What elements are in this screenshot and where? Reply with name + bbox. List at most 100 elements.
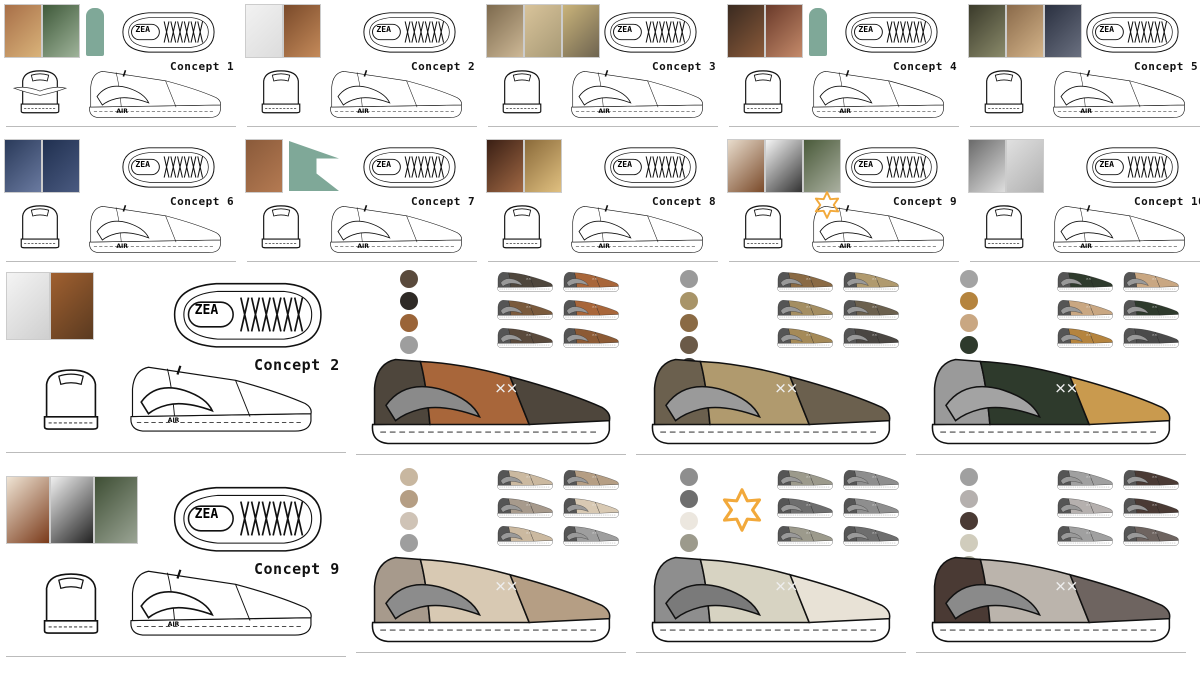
colorway-variant-thumb	[497, 300, 553, 320]
brand-logo-text: ZEA	[135, 24, 151, 35]
brand-logo-text: ZEA	[194, 506, 219, 522]
colorway-variant-thumb	[777, 498, 833, 518]
sneaker-side-view	[330, 204, 462, 253]
colorway-variant-thumb	[843, 328, 899, 348]
sneaker-top-view	[604, 147, 697, 188]
reference-photo	[94, 476, 138, 544]
brand-logo-text: ZEA	[376, 24, 392, 35]
sneaker-side-view	[812, 204, 944, 253]
color-swatch	[960, 468, 978, 486]
reference-photo	[50, 272, 94, 340]
sneaker-heel-view	[43, 573, 99, 634]
sneaker-top-view	[1086, 147, 1179, 188]
sneaker-side-view	[130, 569, 312, 636]
color-swatch	[680, 468, 698, 486]
reference-photo	[765, 139, 803, 193]
colorway-variant-thumb	[843, 300, 899, 320]
ground-line	[6, 126, 236, 127]
concept-label: Concept 10	[1134, 195, 1200, 208]
reference-photo	[4, 4, 42, 58]
sneaker-side-view	[89, 69, 221, 118]
sneaker-side-view	[89, 204, 221, 253]
sheriff-star-icon	[722, 488, 762, 532]
reference-photo	[727, 139, 765, 193]
brand-logo-text: ZEA	[194, 302, 219, 318]
colorway-main-sneaker	[931, 556, 1171, 643]
ground-line	[356, 454, 626, 455]
brand-logo-text: ZEA	[1099, 159, 1115, 170]
concept-label: Concept 6	[170, 195, 235, 208]
sneaker-heel-view	[743, 70, 783, 114]
reference-photo	[4, 139, 42, 193]
ground-line	[970, 126, 1200, 127]
reference-photo	[765, 4, 803, 58]
colorway-variant-thumb	[563, 526, 619, 546]
sneaker-heel-view	[984, 70, 1024, 114]
colorway-main-sneaker	[931, 358, 1171, 445]
colorway-variant-thumb	[843, 470, 899, 490]
colorway-variant-thumb	[777, 300, 833, 320]
colorway-variant-thumb	[563, 470, 619, 490]
colorway-variant-thumb	[497, 272, 553, 292]
sneaker-side-view	[330, 69, 462, 118]
ground-line	[636, 652, 906, 653]
colorway-main-sneaker	[651, 358, 891, 445]
reference-photo	[968, 4, 1006, 58]
air-text: AIR	[598, 242, 610, 250]
sneaker-top-view	[845, 147, 938, 188]
color-swatch	[400, 270, 418, 288]
ground-line	[970, 261, 1200, 262]
colorway-variant-thumb	[497, 470, 553, 490]
colorway-main-sneaker	[371, 556, 611, 643]
color-swatch	[400, 314, 418, 332]
color-swatch	[960, 292, 978, 310]
reference-photo	[486, 139, 524, 193]
color-swatch	[400, 468, 418, 486]
color-swatch	[680, 336, 698, 354]
colorway-variant-thumb	[1057, 470, 1113, 490]
color-swatch	[400, 490, 418, 508]
sneaker-top-view	[363, 12, 456, 53]
color-swatch	[960, 270, 978, 288]
color-swatch	[960, 314, 978, 332]
ground-line	[247, 126, 477, 127]
sneaker-top-view	[363, 147, 456, 188]
air-text: AIR	[167, 621, 180, 629]
air-text: AIR	[116, 107, 128, 115]
air-text: AIR	[357, 107, 369, 115]
colorway-variant-thumb	[1057, 328, 1113, 348]
color-swatch	[400, 534, 418, 552]
brand-logo-text: ZEA	[858, 24, 874, 35]
sneaker-heel-view	[261, 205, 301, 249]
reference-photo	[727, 4, 765, 58]
sneaker-top-view	[122, 147, 215, 188]
ground-line	[356, 652, 626, 653]
brand-logo-text: ZEA	[376, 159, 392, 170]
featured-concept-label: Concept 9	[254, 560, 340, 578]
color-swatch	[680, 512, 698, 530]
sneaker-heel-view	[502, 70, 542, 114]
brand-logo-text: ZEA	[135, 159, 151, 170]
air-text: AIR	[839, 107, 851, 115]
reference-photo	[524, 139, 562, 193]
color-swatch	[400, 512, 418, 530]
sneaker-heel-view	[43, 369, 99, 430]
ground-line	[916, 652, 1186, 653]
sneaker-heel-view	[502, 205, 542, 249]
colorway-variant-thumb	[777, 272, 833, 292]
reference-photo	[283, 4, 321, 58]
sneaker-heel-view	[261, 70, 301, 114]
brand-logo-text: ZEA	[858, 159, 874, 170]
sneaker-top-view	[845, 12, 938, 53]
colorway-main-sneaker	[651, 556, 891, 643]
sneaker-top-view	[173, 486, 322, 552]
air-text: AIR	[1080, 107, 1092, 115]
ground-line	[247, 261, 477, 262]
ground-line	[729, 126, 959, 127]
sneaker-heel-view	[12, 70, 68, 114]
ground-line	[488, 126, 718, 127]
sneaker-side-view	[571, 69, 703, 118]
colorway-variant-thumb	[1123, 328, 1179, 348]
sneaker-top-view	[604, 12, 697, 53]
reference-photo	[6, 476, 50, 544]
